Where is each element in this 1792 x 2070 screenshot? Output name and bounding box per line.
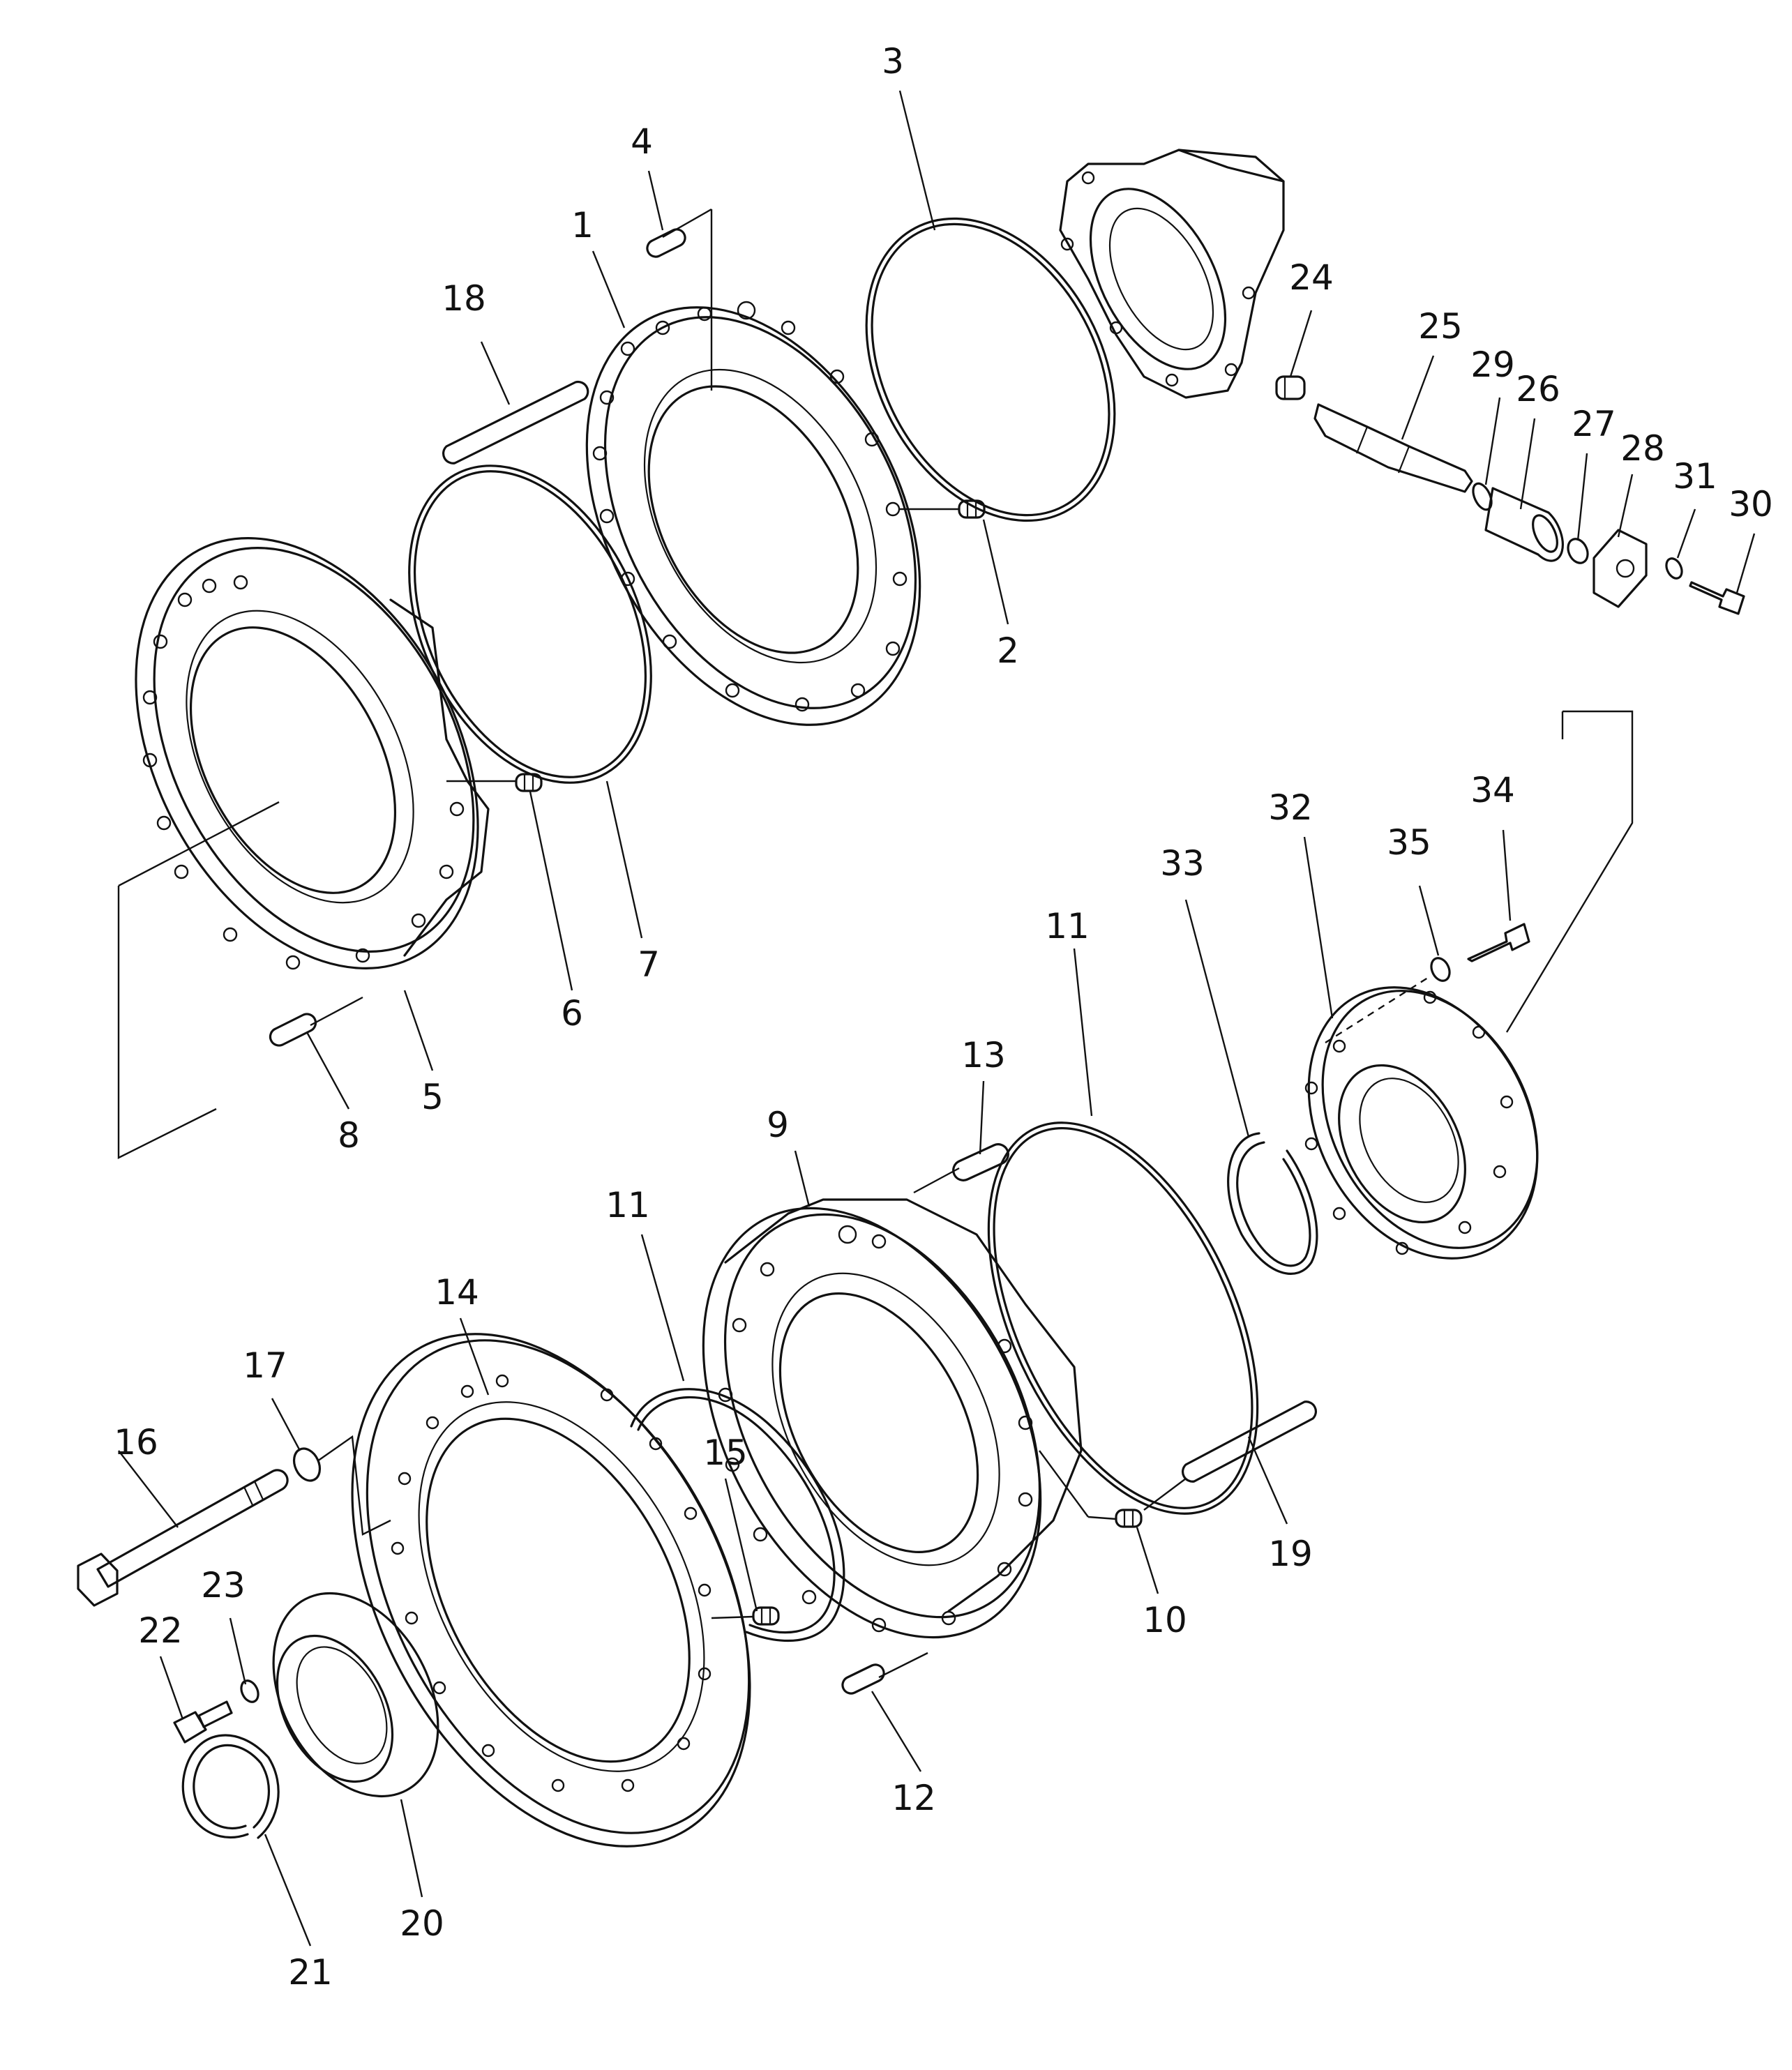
callout-16: 16	[114, 1422, 158, 1463]
callout-leaders	[118, 90, 1756, 1947]
callout-34: 34	[1470, 770, 1515, 810]
o-ring-part-11-middle	[987, 1121, 1259, 1515]
callout-25: 25	[1418, 306, 1463, 347]
shaft-part-25	[1313, 403, 1473, 493]
callout-31: 31	[1673, 456, 1717, 497]
bolt-part-30	[1689, 581, 1745, 615]
callout-5: 5	[421, 1077, 444, 1117]
o-ring-part-3	[865, 217, 1116, 522]
cover-part-32	[1304, 986, 1539, 1260]
bolt-part-16	[77, 1469, 289, 1607]
pin-part-8	[269, 1013, 317, 1047]
callout-8: 8	[338, 1115, 360, 1156]
fitting-part-24	[1275, 375, 1306, 400]
washer-part-31	[1665, 557, 1683, 580]
callout-2: 2	[997, 630, 1019, 671]
pump-housing	[1059, 149, 1285, 399]
dowel-part-4	[646, 228, 686, 258]
snap-ring-part-33	[1227, 1132, 1318, 1275]
seal-part-20	[272, 1592, 439, 1798]
callout-11a: 11	[1045, 906, 1090, 946]
plug-part-15	[752, 1606, 780, 1626]
bolt-part-34	[1467, 923, 1530, 962]
snap-ring-part-21	[181, 1734, 280, 1839]
callout-24: 24	[1289, 257, 1334, 298]
callout-19: 19	[1268, 1534, 1313, 1574]
washer-part-27	[1567, 538, 1589, 564]
case-part-1	[585, 301, 921, 726]
callout-29: 29	[1470, 345, 1515, 385]
callout-32: 32	[1268, 787, 1313, 828]
callout-6: 6	[561, 993, 583, 1034]
callout-4: 4	[631, 121, 653, 162]
washer-part-17	[292, 1447, 322, 1482]
sleeve-part-26	[1484, 487, 1564, 562]
callout-17: 17	[243, 1345, 287, 1386]
callout-3: 3	[882, 41, 904, 82]
callout-11b: 11	[605, 1185, 650, 1225]
callout-7: 7	[638, 944, 660, 985]
washer-part-23	[240, 1679, 259, 1703]
callout-9: 9	[767, 1105, 789, 1145]
pin-part-12	[841, 1663, 885, 1695]
callout-21: 21	[288, 1952, 333, 1993]
callout-30: 30	[1729, 484, 1773, 524]
callout-27: 27	[1572, 404, 1616, 444]
callout-20: 20	[400, 1903, 444, 1944]
bracket-lines-lower	[317, 710, 1634, 1679]
housing-part-5	[135, 537, 490, 970]
callout-35: 35	[1387, 822, 1431, 863]
callout-18: 18	[442, 278, 486, 319]
callout-12: 12	[891, 1778, 936, 1818]
callout-22: 22	[138, 1610, 183, 1651]
callout-15: 15	[703, 1433, 748, 1473]
snap-ring-part-11-lower	[630, 1388, 845, 1642]
cover-part-28	[1593, 529, 1648, 608]
callout-33: 33	[1160, 843, 1205, 884]
bolt-part-22	[173, 1700, 233, 1744]
callout-13: 13	[961, 1035, 1006, 1075]
callout-28: 28	[1620, 428, 1665, 469]
bracket-lines-upper	[117, 208, 959, 1159]
plug-part-10	[1115, 1509, 1143, 1528]
callout-10: 10	[1143, 1600, 1187, 1640]
housing-part-9	[702, 1198, 1083, 1639]
rod-part-18	[442, 380, 589, 464]
plate-part-14	[351, 1333, 751, 1848]
callout-14: 14	[435, 1272, 479, 1313]
callout-1: 1	[571, 205, 594, 245]
washer-part-35	[1430, 957, 1451, 982]
callout-23: 23	[201, 1565, 246, 1606]
callout-26: 26	[1516, 369, 1560, 409]
callout-labels: 1 2 3 4 5 6 7 8 9 10 11 11 12 13 14 15 1…	[114, 41, 1773, 1993]
rod-part-19	[1181, 1400, 1318, 1483]
